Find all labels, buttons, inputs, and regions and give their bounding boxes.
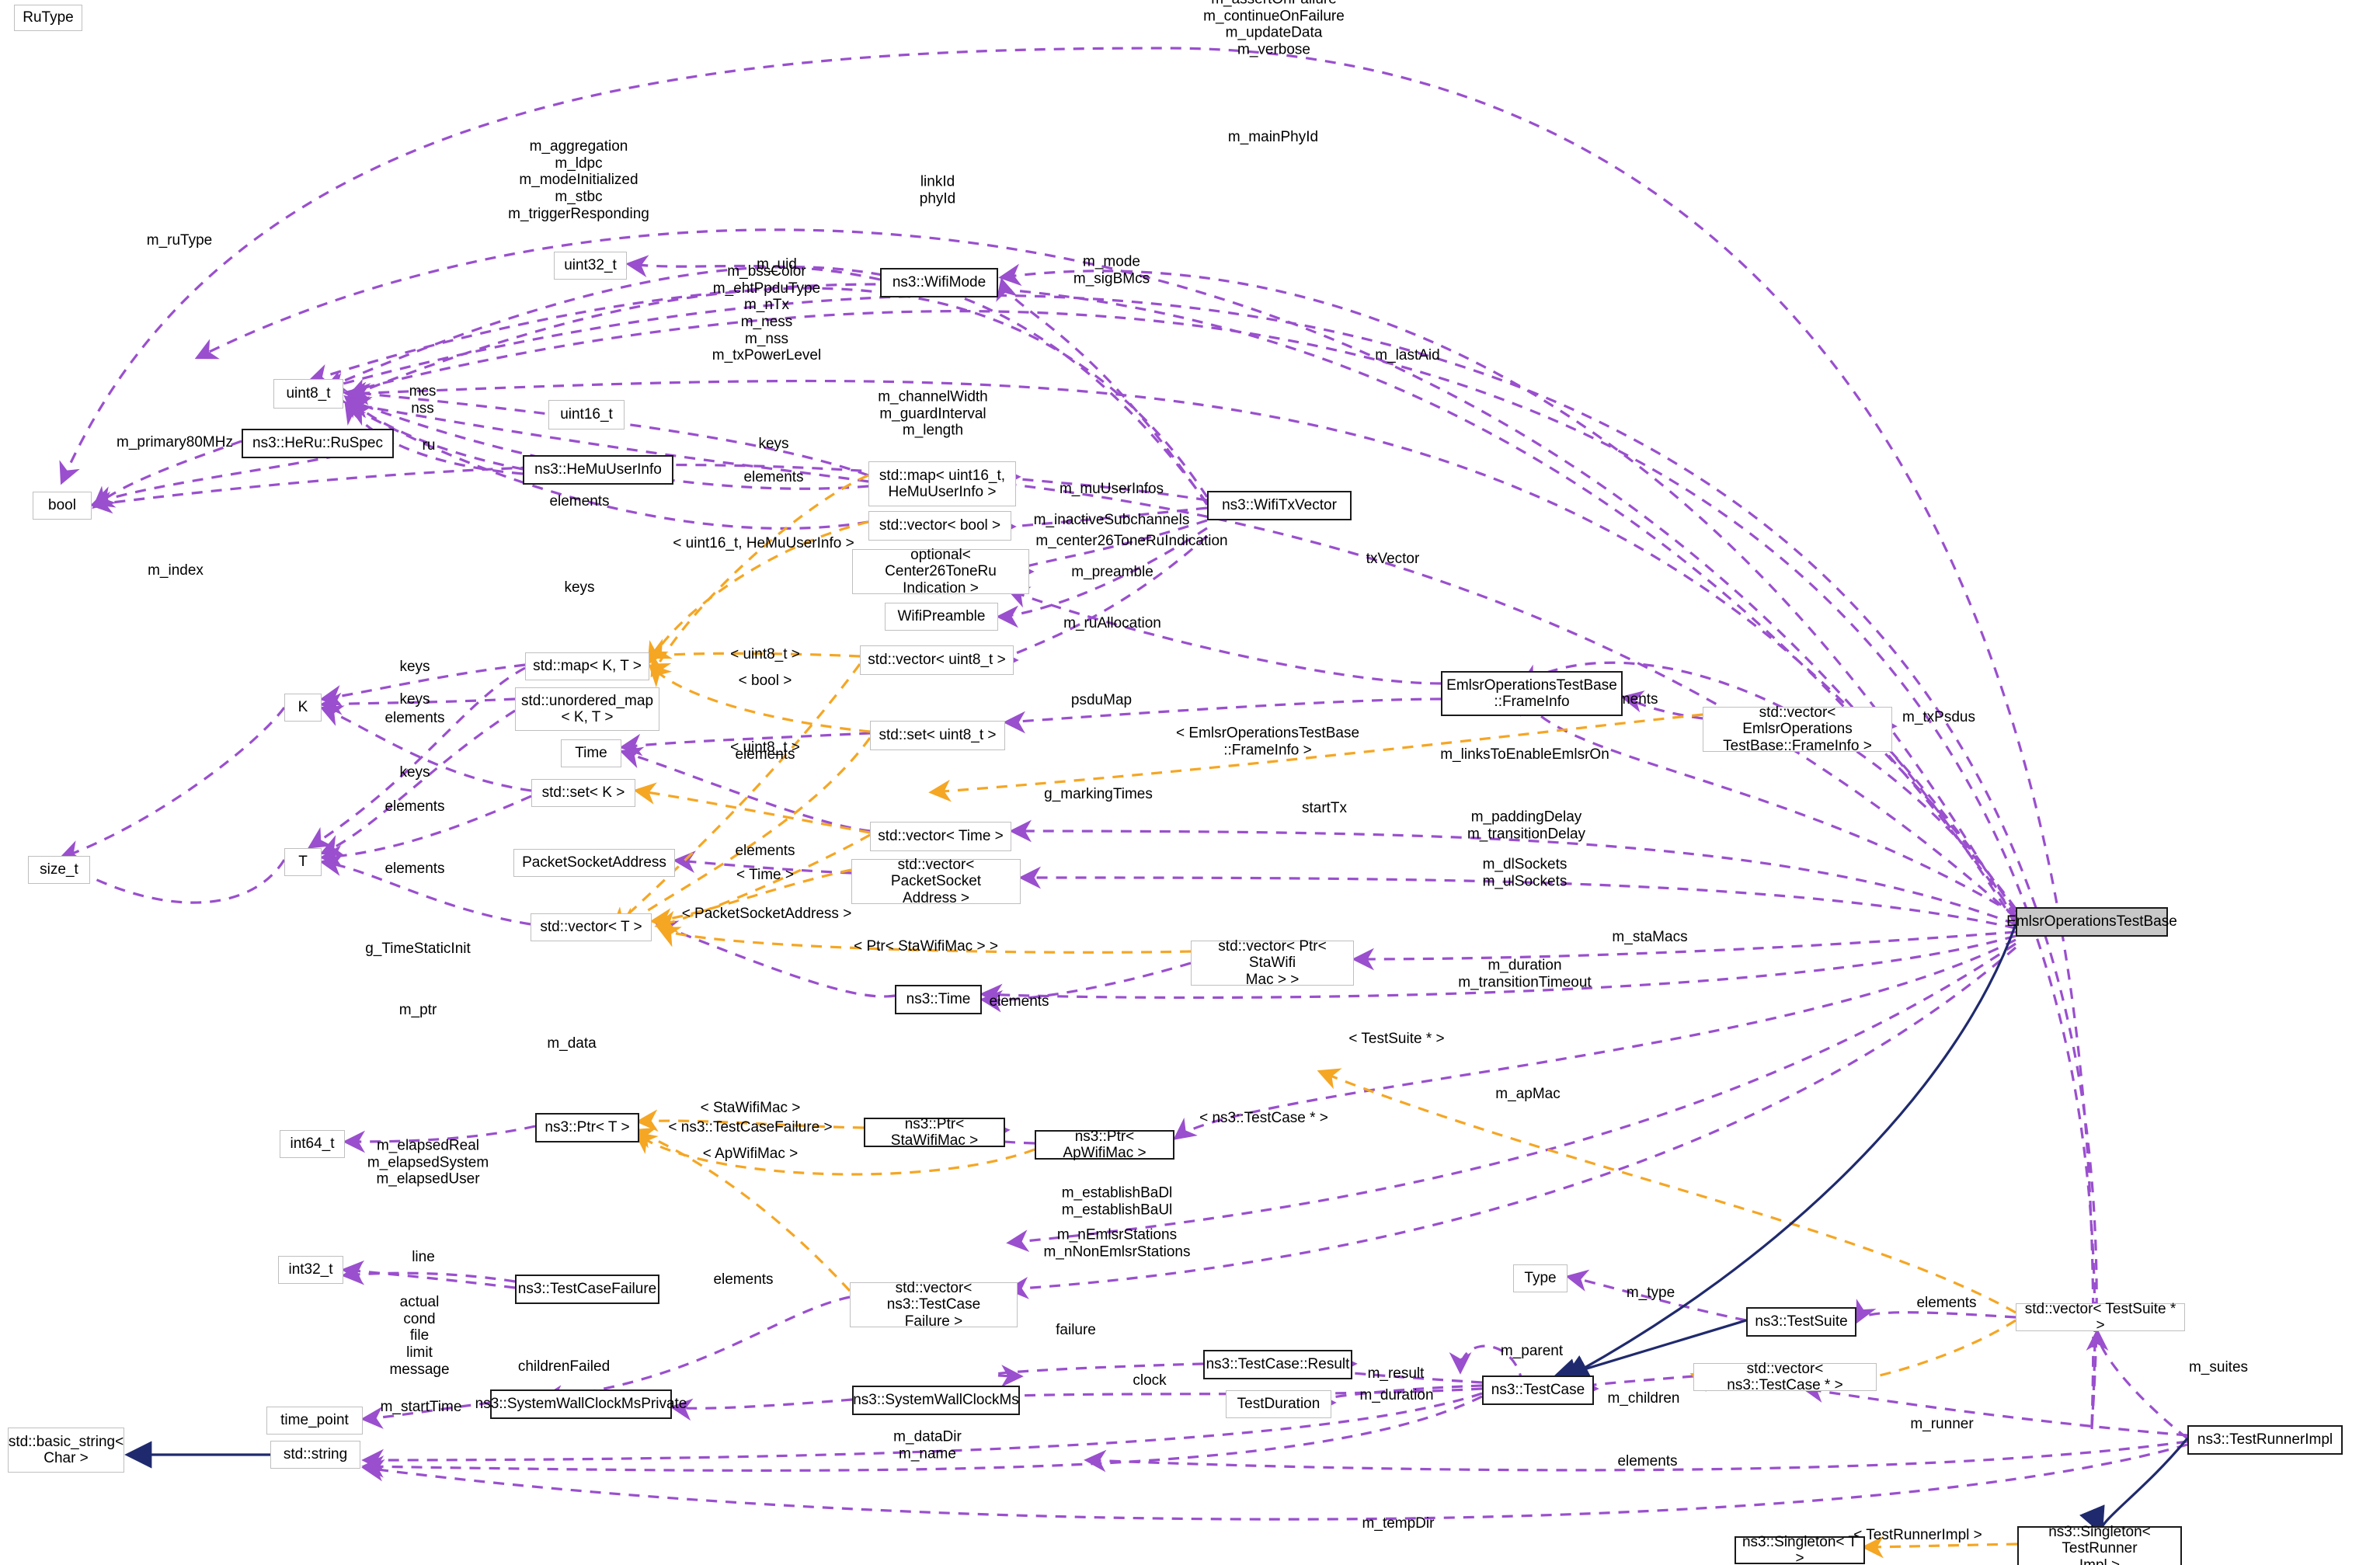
class-node-setk[interactable]: std::set< K > (531, 779, 635, 807)
class-node-timebox[interactable]: Time (561, 739, 621, 767)
class-node-wifipreamble[interactable]: WifiPreamble (885, 603, 998, 631)
class-node-vecpsa[interactable]: std::vector< PacketSocket Address > (851, 857, 1021, 906)
class-node-ptrapwifimac[interactable]: ns3::Ptr< ApWifiMac > (1035, 1129, 1174, 1161)
inheritance-edges (124, 923, 2189, 1535)
class-node-stdstring[interactable]: std::string (270, 1441, 360, 1469)
class-node-wifitxvector[interactable]: ns3::WifiTxVector (1207, 491, 1352, 520)
class-node-int32[interactable]: int32_t (278, 1256, 343, 1284)
class-node-ptrt[interactable]: ns3::Ptr< T > (535, 1113, 639, 1142)
class-node-vecptrstawifimac[interactable]: std::vector< Ptr< StaWifi Mac > > (1191, 938, 1354, 988)
class-node-testsuite[interactable]: ns3::TestSuite (1746, 1307, 1856, 1337)
class-node-uint32[interactable]: uint32_t (554, 252, 627, 280)
class-node-basicstring[interactable]: std::basic_string< Char > (8, 1428, 124, 1473)
class-node-vectestcaseptr[interactable]: std::vector< ns3::TestCase * > (1693, 1361, 1877, 1393)
class-node-rutype[interactable]: RuType (14, 5, 82, 31)
class-node-vect[interactable]: std::vector< T > (531, 913, 652, 941)
class-node-sizet[interactable]: size_t (28, 856, 90, 884)
class-node-vecframeinfo[interactable]: std::vector< EmlsrOperations TestBase::F… (1703, 704, 1892, 754)
class-node-tbox[interactable]: T (284, 848, 322, 876)
class-node-ptrstawifimac[interactable]: ns3::Ptr< StaWifiMac > (864, 1116, 1005, 1149)
class-node-mapkt[interactable]: std::map< K, T > (525, 652, 649, 680)
class-node-emlsrbase[interactable]: EmlsrOperationsTestBase (2006, 907, 2177, 937)
class-node-testcasefailure[interactable]: ns3::TestCaseFailure (515, 1275, 659, 1304)
class-node-bool[interactable]: bool (33, 492, 92, 520)
class-node-testcaseresult[interactable]: ns3::TestCase::Result (1203, 1350, 1352, 1379)
class-node-mapu16hmui[interactable]: std::map< uint16_t, HeMuUserInfo > (868, 461, 1016, 506)
class-node-wifimode[interactable]: ns3::WifiMode (880, 268, 998, 297)
class-node-testrunnerimpl[interactable]: ns3::TestRunnerImpl (2187, 1425, 2343, 1455)
usage-edges (58, 47, 2188, 1521)
class-node-syswallclockms[interactable]: ns3::SystemWallClockMs (852, 1386, 1020, 1415)
class-node-vectestsuiteptr[interactable]: std::vector< TestSuite * > (2016, 1301, 2185, 1334)
class-node-frameinfo[interactable]: EmlsrOperationsTestBase ::FrameInfo (1441, 671, 1623, 716)
class-node-kbox[interactable]: K (284, 694, 322, 722)
class-node-singletontestrunner[interactable]: ns3::Singleton< TestRunner Impl > (2017, 1524, 2182, 1565)
class-node-timepoint[interactable]: time_point (266, 1407, 363, 1435)
class-node-vecu8[interactable]: std::vector< uint8_t > (860, 645, 1014, 675)
class-node-vecbool[interactable]: std::vector< bool > (868, 511, 1011, 541)
class-node-ruspec[interactable]: ns3::HeRu::RuSpec (242, 429, 394, 458)
class-node-vectime[interactable]: std::vector< Time > (870, 822, 1011, 851)
class-node-setu8[interactable]: std::set< uint8_t > (870, 721, 1005, 750)
class-node-uint16[interactable]: uint16_t (548, 400, 625, 430)
class-node-typebox[interactable]: Type (1513, 1264, 1568, 1292)
class-node-hemuuserinfo[interactable]: ns3::HeMuUserInfo (523, 455, 673, 485)
class-node-syswallclockpriv[interactable]: ns3::SystemWallClockMsPrivate (475, 1389, 687, 1419)
class-node-testcase[interactable]: ns3::TestCase (1482, 1375, 1594, 1405)
class-node-vectestcasefailure[interactable]: std::vector< ns3::TestCase Failure > (850, 1280, 1018, 1330)
class-node-unorderedmap[interactable]: std::unordered_map < K, T > (515, 687, 659, 731)
class-node-singletont[interactable]: ns3::Singleton< T > (1735, 1534, 1865, 1565)
class-node-testduration[interactable]: TestDuration (1226, 1390, 1331, 1418)
class-node-psa[interactable]: PacketSocketAddress (513, 849, 675, 877)
class-node-optc26[interactable]: optional< Center26ToneRu Indication > (852, 547, 1029, 596)
class-node-uint8[interactable]: uint8_t (273, 379, 343, 409)
class-node-ns3time[interactable]: ns3::Time (895, 985, 982, 1014)
class-node-int64[interactable]: int64_t (280, 1130, 345, 1158)
